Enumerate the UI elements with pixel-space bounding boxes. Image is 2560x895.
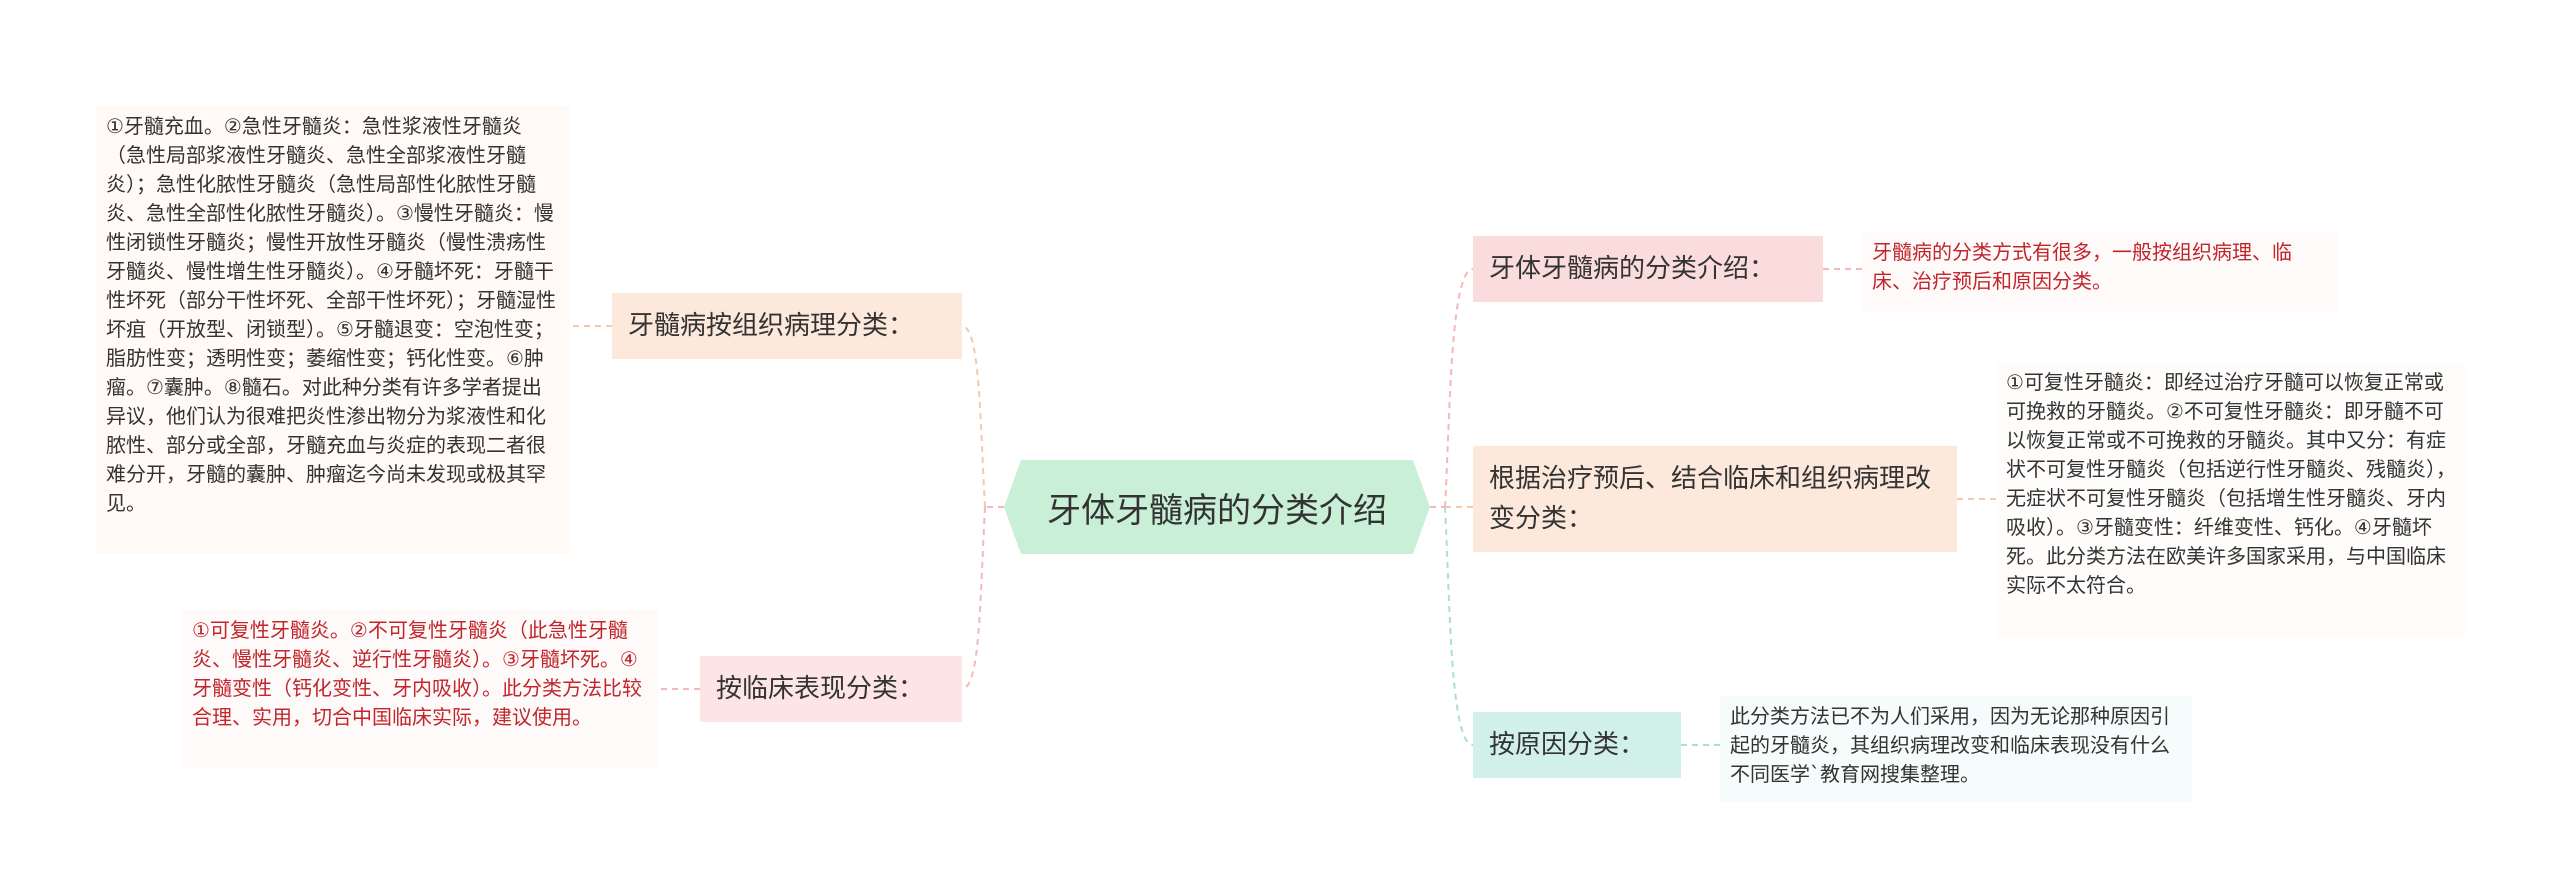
root-topic[interactable]: 牙体牙髓病的分类介绍 xyxy=(1004,460,1430,554)
link-left-1 xyxy=(961,325,986,508)
detail-cause-classification[interactable]: 此分类方法已不为人们采用，因为无论那种原因引起的牙髓炎，其组织病理改变和临床表现… xyxy=(1720,696,2192,802)
detail-clinical-classification[interactable]: ①可复性牙髓炎。②不可复性牙髓炎（此急性牙髓炎、慢性牙髓炎、逆行性牙髓炎）。③牙… xyxy=(182,610,658,768)
root-topic-label: 牙体牙髓病的分类介绍 xyxy=(1047,490,1387,531)
topic-clinical-classification[interactable]: 按临床表现分类： xyxy=(700,656,962,722)
topic-label: 根据治疗预后、结合临床和组织病理改变分类： xyxy=(1489,464,1932,534)
link-right-3 xyxy=(1444,506,1474,746)
topic-label: 牙髓病按组织病理分类： xyxy=(628,311,915,341)
topic-classification-intro[interactable]: 牙体牙髓病的分类介绍： xyxy=(1473,236,1823,302)
topic-histopathology-classification[interactable]: 牙髓病按组织病理分类： xyxy=(612,293,962,359)
detail-prognosis-classification[interactable]: ①可复性牙髓炎：即经过治疗牙髓可以恢复正常或可挽救的牙髓炎。②不可复性牙髓炎：即… xyxy=(1996,362,2466,638)
link-left-2 xyxy=(961,506,986,690)
detail-histopathology-classification[interactable]: ①牙髓充血。②急性牙髓炎：急性浆液性牙髓炎（急性局部浆液性牙髓炎、急性全部浆液性… xyxy=(96,106,570,554)
detail-classification-intro[interactable]: 牙髓病的分类方式有很多，一般按组织病理、临床、治疗预后和原因分类。 xyxy=(1862,232,2338,312)
topic-label: 按临床表现分类： xyxy=(716,674,925,704)
link-right-1 xyxy=(1444,268,1474,508)
topic-prognosis-classification[interactable]: 根据治疗预后、结合临床和组织病理改变分类： xyxy=(1473,446,1957,552)
topic-label: 按原因分类： xyxy=(1489,730,1646,760)
topic-cause-classification[interactable]: 按原因分类： xyxy=(1473,712,1681,778)
topic-label: 牙体牙髓病的分类介绍： xyxy=(1489,254,1776,284)
